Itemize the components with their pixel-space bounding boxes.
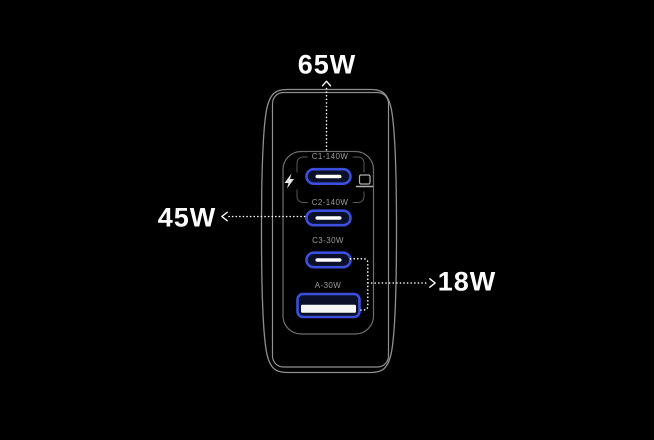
lightning-bolt-icon (284, 173, 294, 189)
usb-c-port-c1 (305, 167, 352, 185)
arrow-left-icon (221, 211, 228, 222)
charger-face-outline (271, 91, 390, 368)
wattage-label-45w: 45W (157, 202, 217, 233)
port-pin-bar (315, 216, 342, 220)
port-pin-bar (315, 174, 342, 179)
usb-c-port-c2 (305, 209, 352, 227)
port-panel-outline (282, 150, 375, 335)
wattage-label-65w: 65W (297, 49, 357, 80)
arrow-right-icon (429, 278, 436, 288)
port-label-c2: C2-140W (307, 198, 353, 208)
callout-bracket-18w (349, 258, 369, 311)
bracket-gap-left (294, 172, 300, 190)
usb-c-port-c3 (305, 251, 352, 269)
port-label-c3: C3-30W (308, 236, 348, 246)
charger-body-outline (260, 88, 398, 374)
usb-a-port (296, 292, 361, 319)
laptop-icon (355, 174, 374, 188)
wattage-label-18w: 18W (437, 266, 497, 297)
port-tongue-bar (301, 304, 356, 313)
port-label-c1: C1-140W (307, 152, 353, 162)
bracket-gap-right (360, 172, 369, 192)
port-pin-bar (315, 258, 342, 262)
port-label-a: A-30W (310, 281, 346, 291)
arrow-up-icon (321, 80, 332, 87)
